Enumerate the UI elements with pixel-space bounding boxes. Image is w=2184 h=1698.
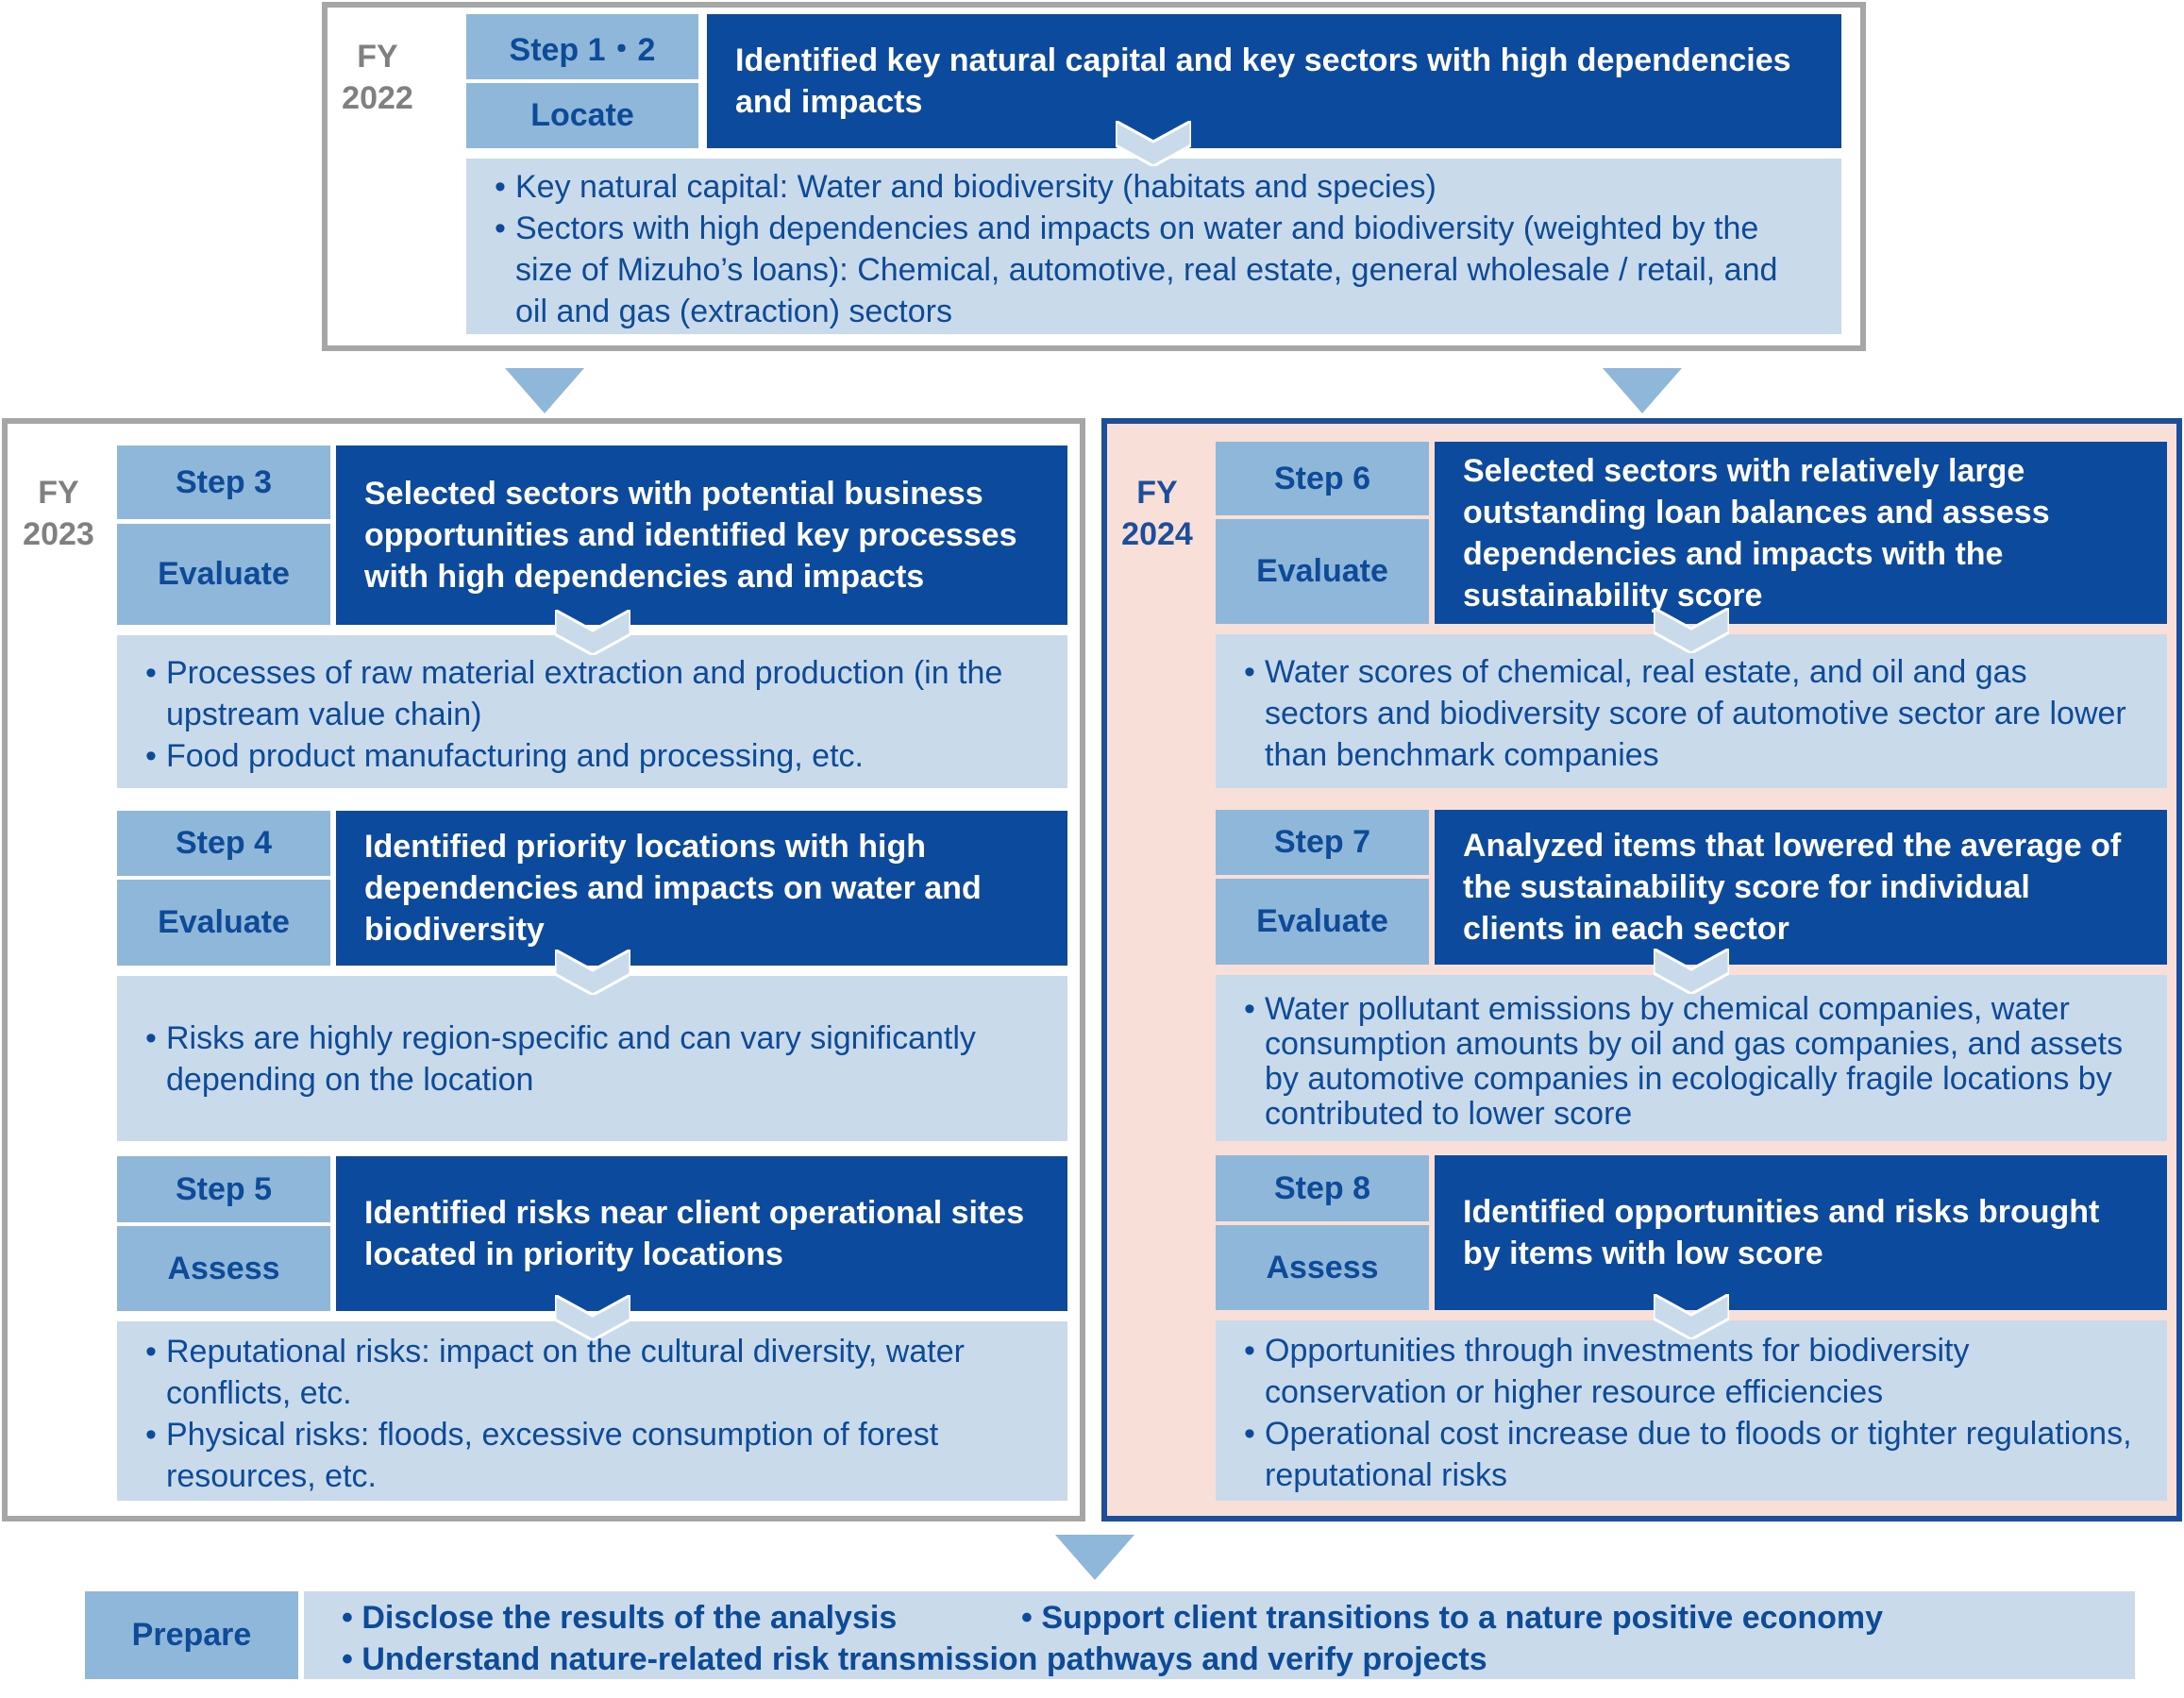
prepare-items: • Disclose the results of the analysis •… [304, 1591, 2135, 1679]
step-8-stage: Assess [1216, 1225, 1429, 1310]
fy2023-label: FY 2023 [23, 475, 94, 552]
detail-item: Operational cost increase due to floods … [1244, 1413, 2139, 1496]
step-8-details: Opportunities through investments for bi… [1216, 1320, 2167, 1501]
detail-item: Water pollutant emissions by chemical co… [1244, 992, 2139, 1132]
step-1-2-stage: Locate [466, 83, 698, 148]
step-7-stage: Evaluate [1216, 879, 1429, 965]
detail-item: Key natural capital: Water and biodivers… [495, 166, 1813, 208]
step-7-details: Water pollutant emissions by chemical co… [1216, 975, 2167, 1141]
step-7-title: Analyzed items that lowered the average … [1435, 810, 2167, 965]
step-4-title: Identified priority locations with high … [336, 811, 1067, 966]
step-4-stage: Evaluate [117, 880, 330, 966]
prepare-label: Prepare [85, 1591, 298, 1679]
prepare-item: • Support client transitions to a nature… [1021, 1600, 1884, 1636]
detail-item: Opportunities through investments for bi… [1244, 1330, 2139, 1413]
step-7-label: Step 7 [1216, 810, 1429, 875]
prepare-item: • Understand nature-related risk transmi… [342, 1641, 1487, 1677]
step-1-2-title: Identified key natural capital and key s… [707, 14, 1841, 148]
step-6-details: Water scores of chemical, real estate, a… [1216, 634, 2167, 788]
detail-item: Sectors with high dependencies and impac… [495, 208, 1813, 332]
chevron-down-icon [1654, 949, 1729, 994]
step-6-title: Selected sectors with relatively large o… [1435, 442, 2167, 624]
step-5-title: Identified risks near client operational… [336, 1156, 1067, 1311]
arrow-down-icon [1055, 1535, 1134, 1580]
chevron-down-icon [555, 610, 630, 655]
fy2024-label: FY 2024 [1121, 475, 1193, 552]
chevron-down-icon [1654, 608, 1729, 653]
step-3-label: Step 3 [117, 446, 330, 519]
step-5-label: Step 5 [117, 1156, 330, 1222]
detail-item: Water scores of chemical, real estate, a… [1244, 651, 2139, 776]
detail-item: Processes of raw material extraction and… [145, 652, 1039, 735]
step-1-2-label: Step 1・2 [466, 14, 698, 79]
step-6-stage: Evaluate [1216, 519, 1429, 624]
chevron-down-icon [1116, 121, 1191, 166]
chevron-down-icon [1654, 1294, 1729, 1339]
chevron-down-icon [555, 1295, 630, 1340]
arrow-down-icon [1603, 368, 1682, 413]
detail-item: Risks are highly region-specific and can… [145, 1017, 1039, 1101]
step-1-2-details: Key natural capital: Water and biodivers… [466, 159, 1841, 334]
prepare-item: • Disclose the results of the analysis [342, 1600, 898, 1636]
step-8-title: Identified opportunities and risks broug… [1435, 1155, 2167, 1310]
detail-item: Reputational risks: impact on the cultur… [145, 1331, 1039, 1414]
chevron-down-icon [555, 950, 630, 995]
step-3-details: Processes of raw material extraction and… [117, 635, 1067, 788]
step-4-label: Step 4 [117, 811, 330, 876]
step-8-label: Step 8 [1216, 1155, 1429, 1221]
step-3-stage: Evaluate [117, 524, 330, 625]
step-5-details: Reputational risks: impact on the cultur… [117, 1321, 1067, 1501]
step-3-title: Selected sectors with potential business… [336, 446, 1067, 625]
step-6-label: Step 6 [1216, 442, 1429, 515]
arrow-down-icon [505, 368, 584, 413]
fy2022-label: FY 2022 [342, 39, 413, 116]
step-4-details: Risks are highly region-specific and can… [117, 976, 1067, 1141]
detail-item: Food product manufacturing and processin… [145, 735, 1039, 777]
step-5-stage: Assess [117, 1226, 330, 1311]
detail-item: Physical risks: floods, excessive consum… [145, 1414, 1039, 1497]
